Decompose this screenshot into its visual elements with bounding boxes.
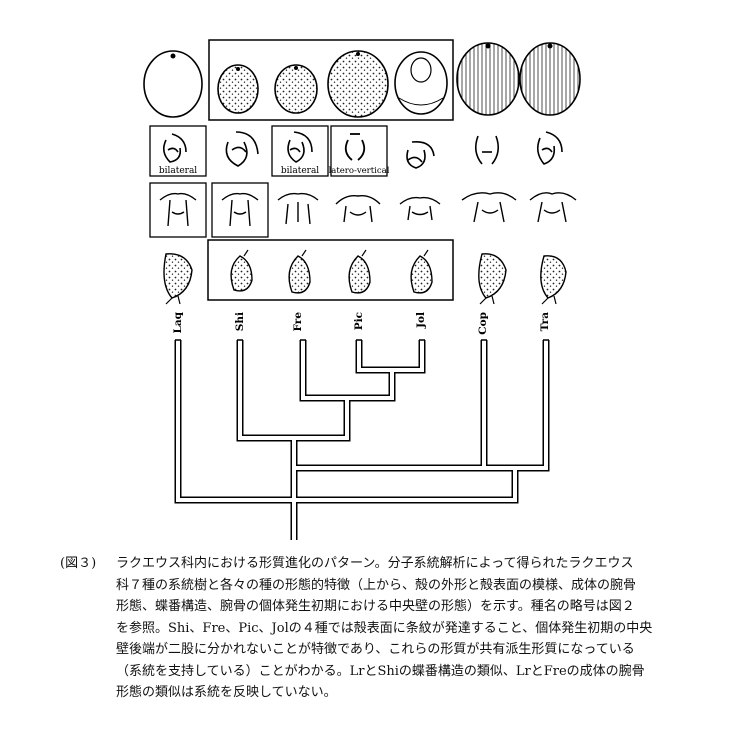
hinge-laq [159, 192, 197, 227]
brachidium-shi [225, 131, 259, 167]
shell-cop [456, 42, 520, 116]
shell-fre [274, 64, 318, 114]
morph-label-laq: bilateral [159, 166, 197, 176]
caption-line: 形態の類似は系統を反映していない。 [116, 685, 337, 700]
brachidium-box-fre [271, 125, 329, 177]
morph-label-fre: bilateral [281, 166, 319, 176]
species-label: Fre [292, 312, 304, 332]
phylogeny-figure: bilateral bilateral latero-vertical [143, 39, 581, 540]
early-fre [288, 249, 311, 294]
figure-caption: (図３) ラクエウス科内における形質進化のパターン。分子系統解析によって得られた… [60, 553, 710, 704]
caption-label: (図３) [60, 556, 97, 571]
brachidium-box-pic [330, 125, 388, 177]
brachidium-jol [406, 140, 435, 169]
hinge-jol [399, 196, 441, 221]
early-cop [478, 253, 507, 305]
species-label: Cop [477, 312, 489, 335]
early-brachidium-row [163, 239, 567, 305]
shell-group-box [208, 39, 454, 121]
early-pic [348, 249, 371, 294]
brachidium-cop [474, 135, 500, 165]
shell-laq [143, 50, 203, 118]
hinge-cop [461, 192, 517, 223]
caption-line: 形態、蝶番構造、腕骨の個体発生初期における中央壁の形態）を示す。種名の略号は図２ [116, 599, 635, 614]
early-tra [540, 255, 567, 305]
species-labels: Laq Shi Fre Pic Jol Cop Tra [172, 311, 551, 334]
shell-tra [519, 42, 581, 116]
early-brachidium-group-box [207, 239, 454, 301]
hinge-tra [529, 192, 577, 223]
caption-line: ラクエウス科内における形質進化のパターン。分子系統解析によって得られたラクエウス [116, 556, 634, 571]
early-shi [230, 249, 253, 292]
brachidium-laq [162, 133, 187, 163]
species-label: Tra [539, 312, 551, 332]
early-jol [410, 249, 433, 294]
brachidium-tra [536, 131, 563, 165]
caption-line: （系統を支持している）ことがわかる。LrとShiの蝶番構造の類似、LrとFreの… [116, 663, 645, 679]
caption-line: 壁後端が二股に分かれないことが特徴であり、これらの形質が共有派生形質になっている [116, 642, 635, 657]
hinge-box-laq [149, 182, 207, 238]
morph-label-pic: latero-vertical [329, 166, 390, 176]
early-laq [163, 253, 193, 305]
species-label: Laq [172, 311, 184, 333]
hinge-pic [335, 194, 381, 223]
phylogenetic-tree [174, 339, 550, 540]
caption-line: 科７種の系統樹と各々の種の形態的特徴（上から、殻の外形と殻表面の模様、成体の腕骨 [116, 577, 637, 593]
species-label: Jol [415, 312, 427, 329]
hinge-row [149, 182, 577, 238]
shell-pic [327, 50, 389, 118]
brachidium-pic [344, 133, 366, 161]
caption-line: を参照。Shi、Fre、Pic、Jolの４種では殻表面に条紋が発達すること、個体… [116, 620, 653, 636]
species-label: Pic [353, 312, 365, 330]
shell-row [143, 39, 581, 121]
species-label: Shi [234, 312, 246, 331]
shell-jol [394, 51, 448, 115]
hinge-shi [221, 192, 259, 227]
brachidium-box-laq [149, 125, 207, 177]
hinge-fre [277, 192, 319, 225]
brachidium-row: bilateral bilateral latero-vertical [149, 125, 563, 177]
shell-shi [217, 64, 259, 114]
hinge-box-shi [211, 182, 269, 238]
brachidium-fre [287, 131, 313, 163]
